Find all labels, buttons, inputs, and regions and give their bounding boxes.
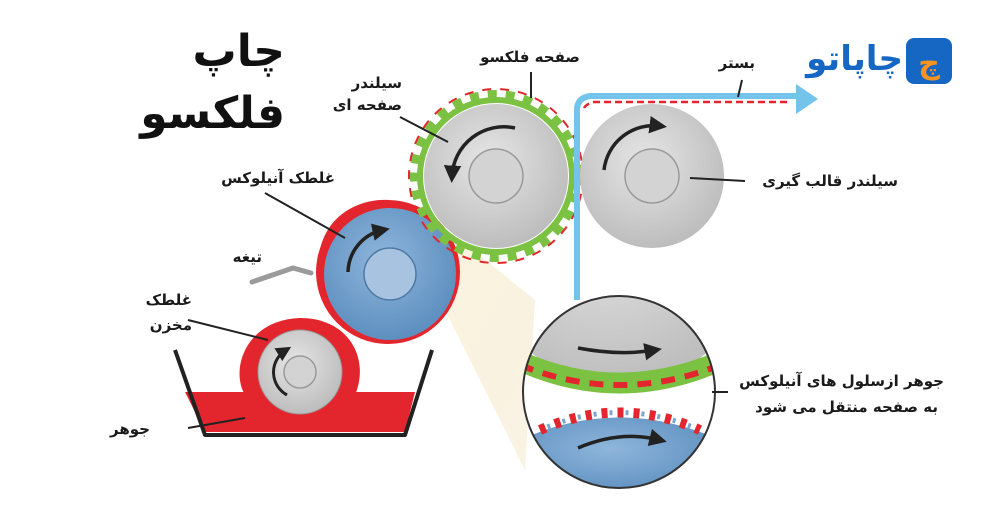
detail-top-arrow: [577, 343, 662, 361]
plate-cylinder: [408, 88, 584, 264]
anilox-roller-label: غلطک آنیلوکس: [221, 169, 335, 187]
substrate-web: [574, 84, 818, 300]
fountain-rotation-arrow: [272, 346, 292, 397]
logo-text: چاپاتو: [804, 39, 903, 79]
leader-lines: [187, 72, 746, 429]
substrate-label: بستر: [718, 54, 755, 72]
detail-label-1: جوهر ازسلول های آنیلوکس: [739, 372, 944, 390]
detail-label-2: به صفحه منتقل می شود: [755, 398, 938, 416]
fountain-roller: [239, 318, 360, 422]
blade-label: تیغه: [233, 248, 262, 266]
impression-rotation-arrow: [602, 116, 667, 171]
substrate-arrow: [796, 84, 818, 114]
title-line2: فلکسو: [138, 88, 285, 139]
fountain-roller-label-2: مخزن: [150, 316, 192, 334]
ink-label: جوهر: [109, 420, 150, 438]
impression-cylinder-label: سیلندر قالب گیری: [762, 172, 898, 190]
detail-bottom-arrow: [577, 428, 667, 450]
impression-cylinder: [580, 104, 724, 248]
plate-rotation-arrow: [443, 125, 516, 183]
fountain-roller-label-1: غلطک: [146, 291, 192, 309]
logo: چاپاتو چ: [804, 38, 952, 84]
anilox-rotation-arrow: [346, 223, 390, 273]
flexo-plate-label: صفحه فلکسو: [479, 48, 580, 66]
anilox-roller: [316, 199, 460, 344]
doctor-blade: [249, 265, 314, 285]
logo-mark: چ: [918, 46, 940, 81]
chapato-logo-icon: چ: [906, 38, 952, 84]
title-line1: چاپ: [193, 26, 285, 77]
plate-cylinder-label-1: سیلندر: [351, 74, 402, 92]
plate-cylinder-label-2: صفحه ای: [333, 96, 402, 114]
